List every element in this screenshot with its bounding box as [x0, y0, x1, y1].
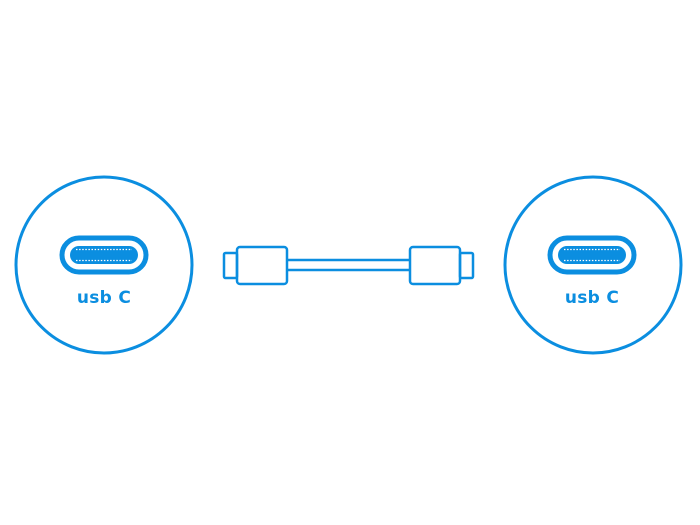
usb-c-cable-icon	[222, 245, 475, 286]
usb-c-port-icon	[59, 235, 149, 275]
left-port-circle	[14, 175, 194, 355]
right-port-label: usb C	[564, 288, 620, 308]
left-port-group	[14, 175, 194, 355]
usb-c-port-icon	[547, 235, 637, 275]
cable-right-plug-tip	[458, 251, 475, 280]
cable-left-plug-body	[235, 245, 289, 286]
left-port-label: usb C	[76, 288, 132, 308]
right-port-circle	[503, 175, 683, 355]
right-port-group	[503, 175, 683, 355]
cable-left-plug-tip	[222, 251, 239, 280]
cable-right-plug-body	[408, 245, 462, 286]
